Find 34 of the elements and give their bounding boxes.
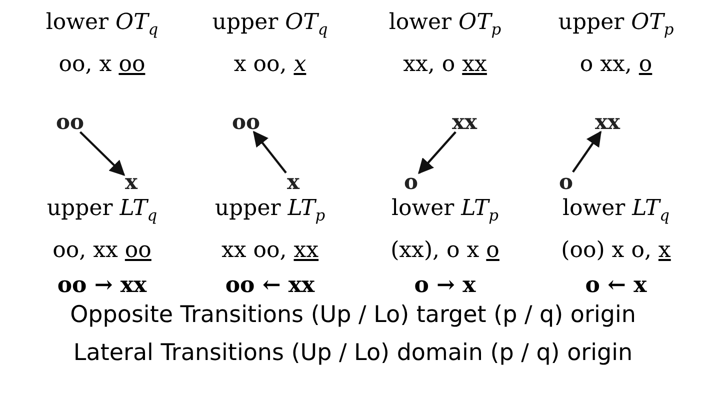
symbol-label: x: [286, 172, 301, 192]
column-heading: lower OT$_{q}$: [46, 10, 158, 40]
arrow: [79, 131, 126, 176]
symbol-label: x: [124, 172, 139, 192]
symbol-label: xx: [451, 112, 478, 132]
symbol-label: oo: [55, 112, 86, 132]
column-heading: lower LT$_{p}$: [392, 196, 498, 226]
transition-text: o → x: [414, 272, 476, 298]
column-heading: upper LT$_{q}$: [46, 196, 158, 226]
column-heading: lower OT$_{p}$: [388, 10, 502, 40]
column-heading: upper OT$_{p}$: [558, 10, 674, 40]
transition-text: oo → xx: [57, 272, 147, 298]
symbol-label: oo: [231, 112, 262, 132]
column-heading: lower LT$_{q}$: [562, 196, 670, 226]
notation-text: oo, xx oo: [52, 238, 152, 264]
caption-line: Opposite Transitions (Up / Lo) target (p / q) origin: [70, 302, 636, 328]
notation-text: xx oo, xx: [221, 238, 319, 264]
notation-text: oo, x oo: [58, 52, 146, 78]
column-heading: upper LT$_{p}$: [214, 196, 326, 226]
arrow: [572, 130, 602, 173]
arrow: [252, 130, 287, 174]
caption-line: Lateral Transitions (Up / Lo) domain (p / q) origin: [73, 340, 633, 366]
symbol-label: o: [558, 172, 574, 192]
notation-text: (oo) x o, x: [561, 238, 671, 264]
arrow: [418, 131, 456, 174]
notation-text: x oo, x: [234, 52, 306, 78]
notation-text: xx, o xx: [403, 52, 487, 78]
symbol-label: o: [403, 172, 420, 192]
notation-text: o xx, o: [580, 52, 652, 78]
column-heading: upper OT$_{q}$: [212, 10, 328, 40]
transition-text: oo ← xx: [225, 272, 315, 298]
symbol-label: xx: [594, 112, 622, 132]
transition-text: o ← x: [585, 272, 647, 298]
notation-text: (xx), o x o: [390, 238, 500, 264]
